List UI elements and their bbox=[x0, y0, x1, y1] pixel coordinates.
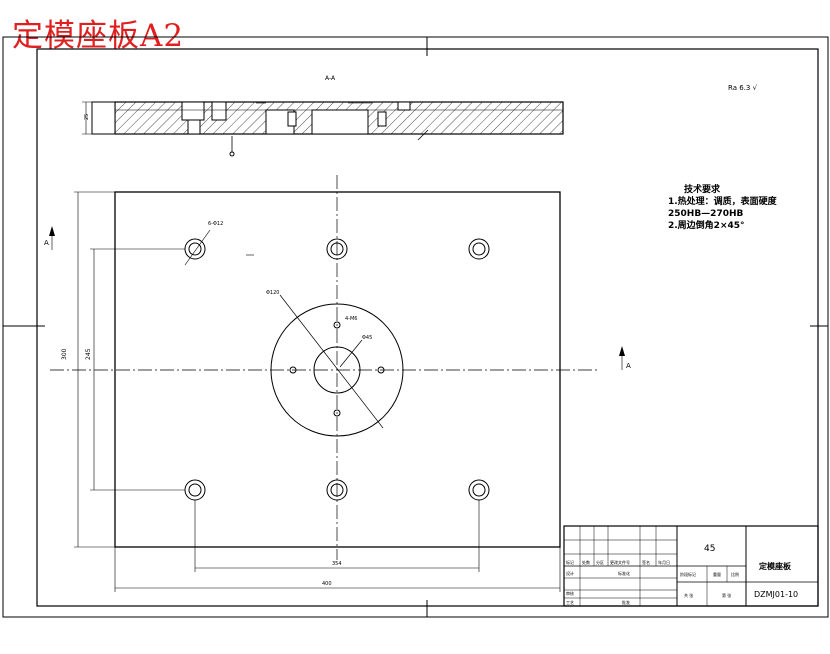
plan-view bbox=[49, 175, 625, 592]
outer-width-dim: 400 bbox=[322, 581, 332, 587]
title-block-sheet-num: 第 张 bbox=[722, 592, 731, 598]
title-block-sheet-total: 共 张 bbox=[684, 592, 693, 598]
side-thickness-dim: 25 bbox=[84, 114, 90, 120]
title-block-stage-1: 重量 bbox=[713, 571, 721, 577]
tech-requirements-title: 技术要求 bbox=[684, 185, 721, 195]
title-block-stage-0: 阶段标记 bbox=[680, 571, 696, 577]
screw-holes-dim: 4-M6 bbox=[345, 316, 357, 322]
drawing-title-stamp: 定模座板A2 bbox=[12, 18, 185, 54]
center-hole-dim: Φ45 bbox=[362, 335, 372, 341]
tech-requirements: 技术要求 1.热处理：调质，表面硬度 250HB—270HB 2.周边倒角2×4… bbox=[668, 184, 777, 232]
inner-width-dim: 354 bbox=[332, 561, 342, 567]
title-block-stage-2: 比例 bbox=[731, 571, 739, 577]
title-block-header-3: 更改文件号 bbox=[610, 559, 630, 565]
title-block-header-4: 签名 bbox=[642, 559, 650, 565]
tech-requirement-2: 250HB—270HB bbox=[668, 209, 744, 219]
title-block-header-1: 处数 bbox=[582, 559, 590, 565]
circle-dia-dim: Φ120 bbox=[266, 290, 279, 296]
title-block bbox=[563, 525, 819, 607]
title-block-part-name: 定模座板 bbox=[758, 561, 792, 571]
outer-height-dim: 300 bbox=[61, 348, 68, 360]
title-block-row-0: 设计 bbox=[566, 570, 574, 576]
section-label: A-A bbox=[325, 75, 336, 82]
title-block-drawing-no: DZMJ01-10 bbox=[754, 590, 798, 599]
title-block-row-3: 工艺 bbox=[566, 600, 574, 605]
title-block-header-0: 标记 bbox=[566, 559, 574, 565]
corner-holes-dim: 6-Φ12 bbox=[208, 221, 223, 227]
title-block-row-4: 批准 bbox=[622, 599, 630, 605]
section-cut-left: A bbox=[44, 239, 49, 247]
title-block-material: 45 bbox=[704, 544, 715, 554]
title-block-header-5: 年月日 bbox=[658, 559, 670, 565]
title-block-header-2: 分区 bbox=[596, 559, 604, 565]
section-view bbox=[82, 101, 564, 157]
inner-height-dim: 245 bbox=[85, 348, 92, 360]
section-cut-right: A bbox=[626, 362, 631, 370]
roughness-note: Ra 6.3 √ bbox=[728, 84, 758, 92]
tech-requirement-1: 1.热处理：调质，表面硬度 bbox=[668, 197, 777, 207]
centering-marks bbox=[3, 37, 828, 617]
title-block-row-1: 标准化 bbox=[618, 570, 630, 576]
sheet-border bbox=[2, 36, 829, 618]
title-block-row-2: 审核 bbox=[566, 590, 574, 596]
tech-requirement-3: 2.周边倒角2×45° bbox=[668, 221, 745, 231]
